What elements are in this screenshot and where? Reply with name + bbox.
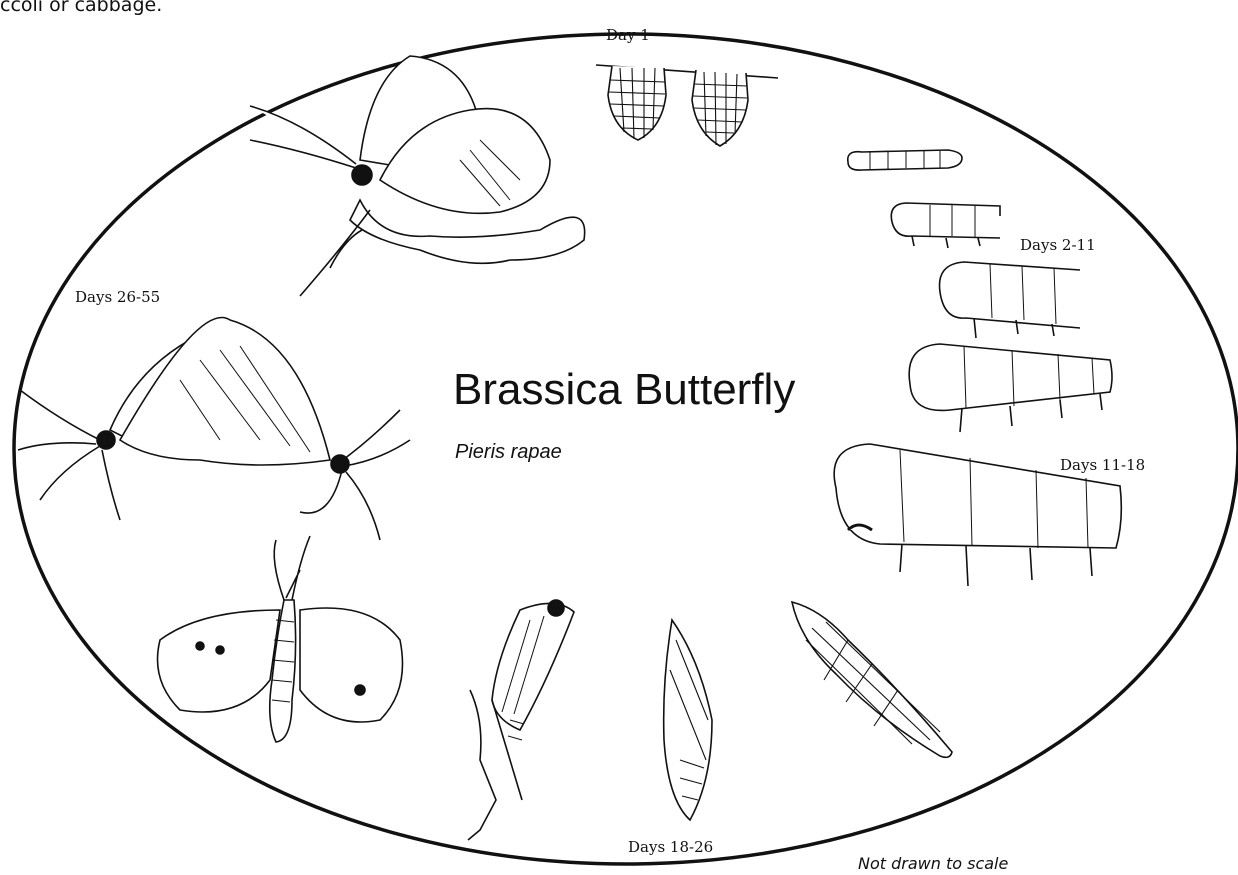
scale-footnote: Not drawn to scale	[858, 854, 1009, 873]
stage-label-young-larvae: Days 2-11	[1020, 236, 1096, 254]
pupa-illustrations	[468, 600, 952, 840]
diagram-species-name: Pieris rapae	[455, 441, 562, 463]
diagram-title: Brassica Butterfly	[453, 365, 795, 414]
stage-label-older-larvae: Days 11-18	[1060, 456, 1145, 474]
larva-illustrations	[834, 150, 1121, 586]
stage-label-eggs: Day 1	[606, 26, 650, 44]
stage-label-pupae: Days 18-26	[628, 838, 713, 856]
egg-illustration	[596, 65, 778, 146]
stage-label-adults: Days 26-55	[75, 288, 160, 306]
